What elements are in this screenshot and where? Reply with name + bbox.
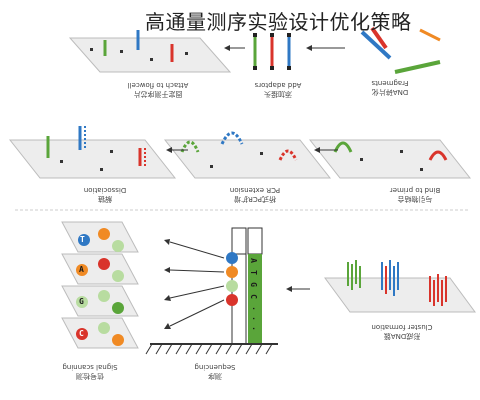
caption-dissociation-en: Dissociation [83,186,127,194]
caption-sequencing-zh: 测序 [208,372,222,380]
dissociated-strands [46,126,146,171]
signal-letter: G [79,297,84,306]
flowcell-plate-pcr [163,139,332,179]
sequence-letter: C [248,294,258,299]
cluster-strands [347,260,447,306]
bind-arches [333,141,448,171]
caption-bind-primer-en: Bind to primer [389,186,441,194]
signal-plates [61,221,139,349]
flowcell-plate-1 [68,37,232,73]
caption-fragments-en: Fragments [371,79,409,87]
sequence-letter: · [248,306,258,311]
page-title: 高通量测序实验设计优化策略 [145,10,412,34]
caption-dissociation: 解链 Dissociation [70,185,140,203]
caption-signal-en: Signal scanning [62,363,118,371]
caption-bind-primer-zh: 与引物结合 [397,195,433,203]
caption-cluster-en: Cluster formation [371,323,433,331]
caption-signal: 信号检测 Signal scanning [55,362,125,380]
pcr-arches [180,131,298,168]
caption-add-adaptors-en: Add adaptors [254,81,302,89]
caption-cluster-zh: 形成DNA簇 [383,332,421,340]
signal-arrows [164,239,225,329]
caption-fragments-zh: DNA碎片化 [371,88,409,96]
flowcell-plate-dissociation [8,139,177,179]
signal-letter: A [79,265,84,274]
caption-sequencing: 测序 Sequencing [185,362,245,380]
caption-attach-en: Attach to flowcell [127,81,189,89]
caption-pcr-en: PCR extension [229,186,281,194]
caption-dissociation-zh: 解链 [98,195,112,203]
sequencing-strand [226,227,263,345]
caption-pcr-zh: 桥式PCR扩增 [234,195,276,203]
caption-pcr: 桥式PCR扩增 PCR extension [215,185,295,203]
sequence-letter: G [248,282,258,287]
adaptor-strands [253,33,291,70]
caption-attach-zh: 固定于测序芯片 [133,90,183,98]
caption-cluster: 形成DNA簇 Cluster formation [362,322,442,340]
sequence-letter: · [248,326,258,331]
substrate [145,343,278,355]
caption-fragments: DNA碎片化 Fragments [355,78,425,96]
sequence-letter: A [248,258,258,263]
signal-letter: T [80,235,85,244]
sequence-letter: T [248,270,258,275]
caption-add-adaptors: 添加接头 Add adaptors [248,80,308,98]
fragments-illustration [360,26,441,74]
caption-sequencing-en: Sequencing [194,363,236,371]
signal-letter: C [79,329,84,338]
caption-attach: 固定于测序芯片 Attach to flowcell [118,80,198,98]
attached-strands [90,30,188,62]
caption-add-adaptors-zh: 添加接头 [264,90,292,98]
sequence-letter: · [248,316,258,321]
caption-signal-zh: 信号检测 [76,372,104,380]
caption-bind-primer: 与引物结合 Bind to primer [380,185,450,203]
